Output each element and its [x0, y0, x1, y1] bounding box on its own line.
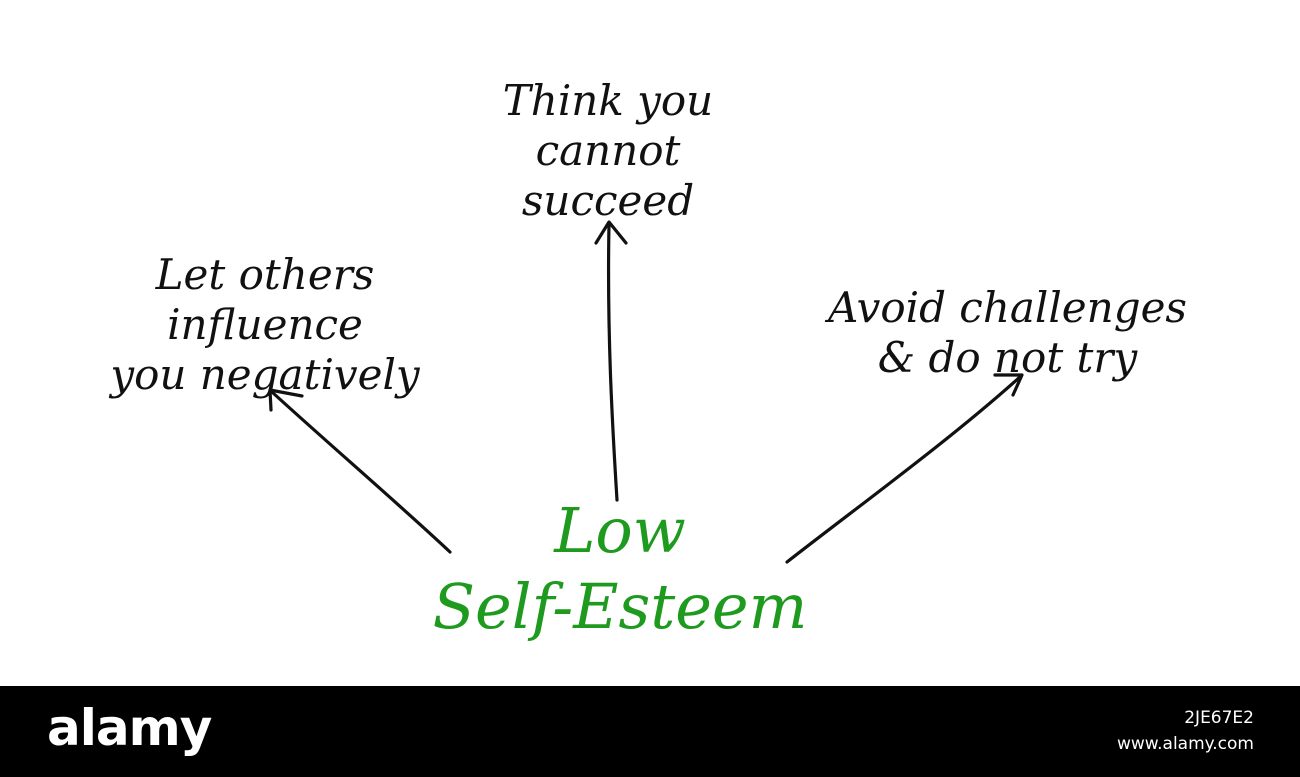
center-node-low-self-esteem: Low Self-Esteem — [370, 493, 870, 645]
arrow-to-top-node — [594, 220, 628, 502]
node-top-line-2: cannot — [535, 126, 681, 175]
node-left-line-3: you negatively — [110, 350, 420, 399]
watermark-bar: alamy 2JE67E2 www.alamy.com — [0, 686, 1300, 777]
node-think-you-cannot-succeed: Think you cannot succeed — [438, 76, 778, 226]
arrow-to-right-node — [785, 373, 1024, 564]
node-right-line-1: Avoid challenges — [828, 283, 1187, 332]
arrow-to-left-node — [268, 388, 452, 554]
node-left-line-2: influence — [167, 300, 363, 349]
site-url-label: www.alamy.com — [1116, 734, 1254, 754]
diagram-canvas: Think you cannot succeed Let others infl… — [40, 76, 1250, 645]
node-let-others-influence: Let others influence you negatively — [40, 250, 490, 400]
node-avoid-challenges: Avoid challenges & do not try — [765, 283, 1250, 383]
node-top-line-1: Think you — [502, 76, 714, 125]
node-top-line-3: succeed — [521, 176, 695, 225]
center-line-1: Low — [554, 494, 686, 567]
center-line-2: Self-Esteem — [432, 570, 808, 643]
image-id-label: 2JE67E2 — [1184, 708, 1254, 728]
brand-logo: alamy — [47, 699, 212, 757]
node-left-line-1: Let others — [155, 250, 375, 299]
arrows-layer — [268, 220, 1024, 564]
node-right-line-2: & do not try — [877, 333, 1138, 382]
